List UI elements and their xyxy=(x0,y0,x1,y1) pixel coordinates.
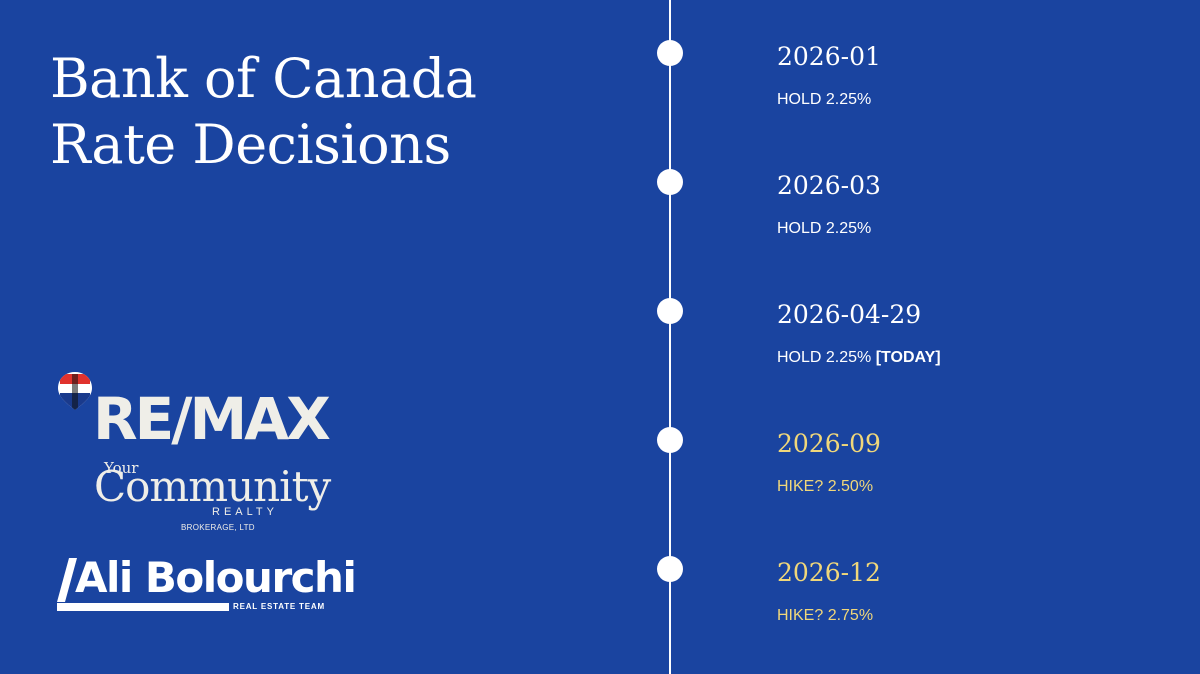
timeline-node-5 xyxy=(657,556,683,582)
timeline-date: 2026-12 xyxy=(777,558,881,587)
team-subtitle: REAL ESTATE TEAM xyxy=(233,602,325,611)
your-script-text: Your xyxy=(104,459,139,477)
timeline-decision: HIKE? 2.50% xyxy=(777,478,874,495)
remax-balloon-icon xyxy=(58,372,92,410)
timeline-node-3 xyxy=(657,298,683,324)
timeline-entry-2: 2026-03 HOLD 2.25% xyxy=(777,171,881,239)
timeline-date: 2026-01 xyxy=(777,42,881,71)
timeline-decision: HIKE? 2.75% xyxy=(777,607,874,624)
brokerage-text: BROKERAGE, LTD xyxy=(181,523,255,532)
title-line-1: Bank of Canada xyxy=(50,47,477,110)
remax-wordmark: RE/MAX xyxy=(93,385,331,453)
timeline-decision: HOLD 2.25% xyxy=(777,91,872,108)
realty-text: REALTY xyxy=(212,506,278,518)
timeline-decision: HOLD 2.25% xyxy=(777,220,872,237)
timeline-decision: HOLD 2.25% [TODAY] xyxy=(777,349,941,366)
team-name: Ali Bolourchi xyxy=(75,553,357,602)
timeline-entry-3: 2026-04-29 HOLD 2.25% [TODAY] xyxy=(777,300,941,368)
timeline-entry-5: 2026-12 HIKE? 2.75% xyxy=(777,558,881,626)
timeline-axis xyxy=(669,0,671,674)
timeline-node-2 xyxy=(657,169,683,195)
timeline-node-1 xyxy=(657,40,683,66)
team-underline-bar xyxy=(57,603,229,611)
today-badge: [TODAY] xyxy=(875,349,941,366)
timeline-entry-4: 2026-09 HIKE? 2.50% xyxy=(777,429,881,497)
timeline-date: 2026-09 xyxy=(777,429,881,458)
timeline-date: 2026-04-29 xyxy=(777,300,922,329)
timeline-date: 2026-03 xyxy=(777,171,881,200)
community-text: Community xyxy=(94,462,331,511)
ali-logo-mark-icon xyxy=(57,558,77,602)
page-title: Bank of Canada Rate Decisions xyxy=(50,46,477,178)
timeline-node-4 xyxy=(657,427,683,453)
timeline-entry-1: 2026-01 HOLD 2.25% xyxy=(777,42,881,110)
title-line-2: Rate Decisions xyxy=(50,113,451,176)
